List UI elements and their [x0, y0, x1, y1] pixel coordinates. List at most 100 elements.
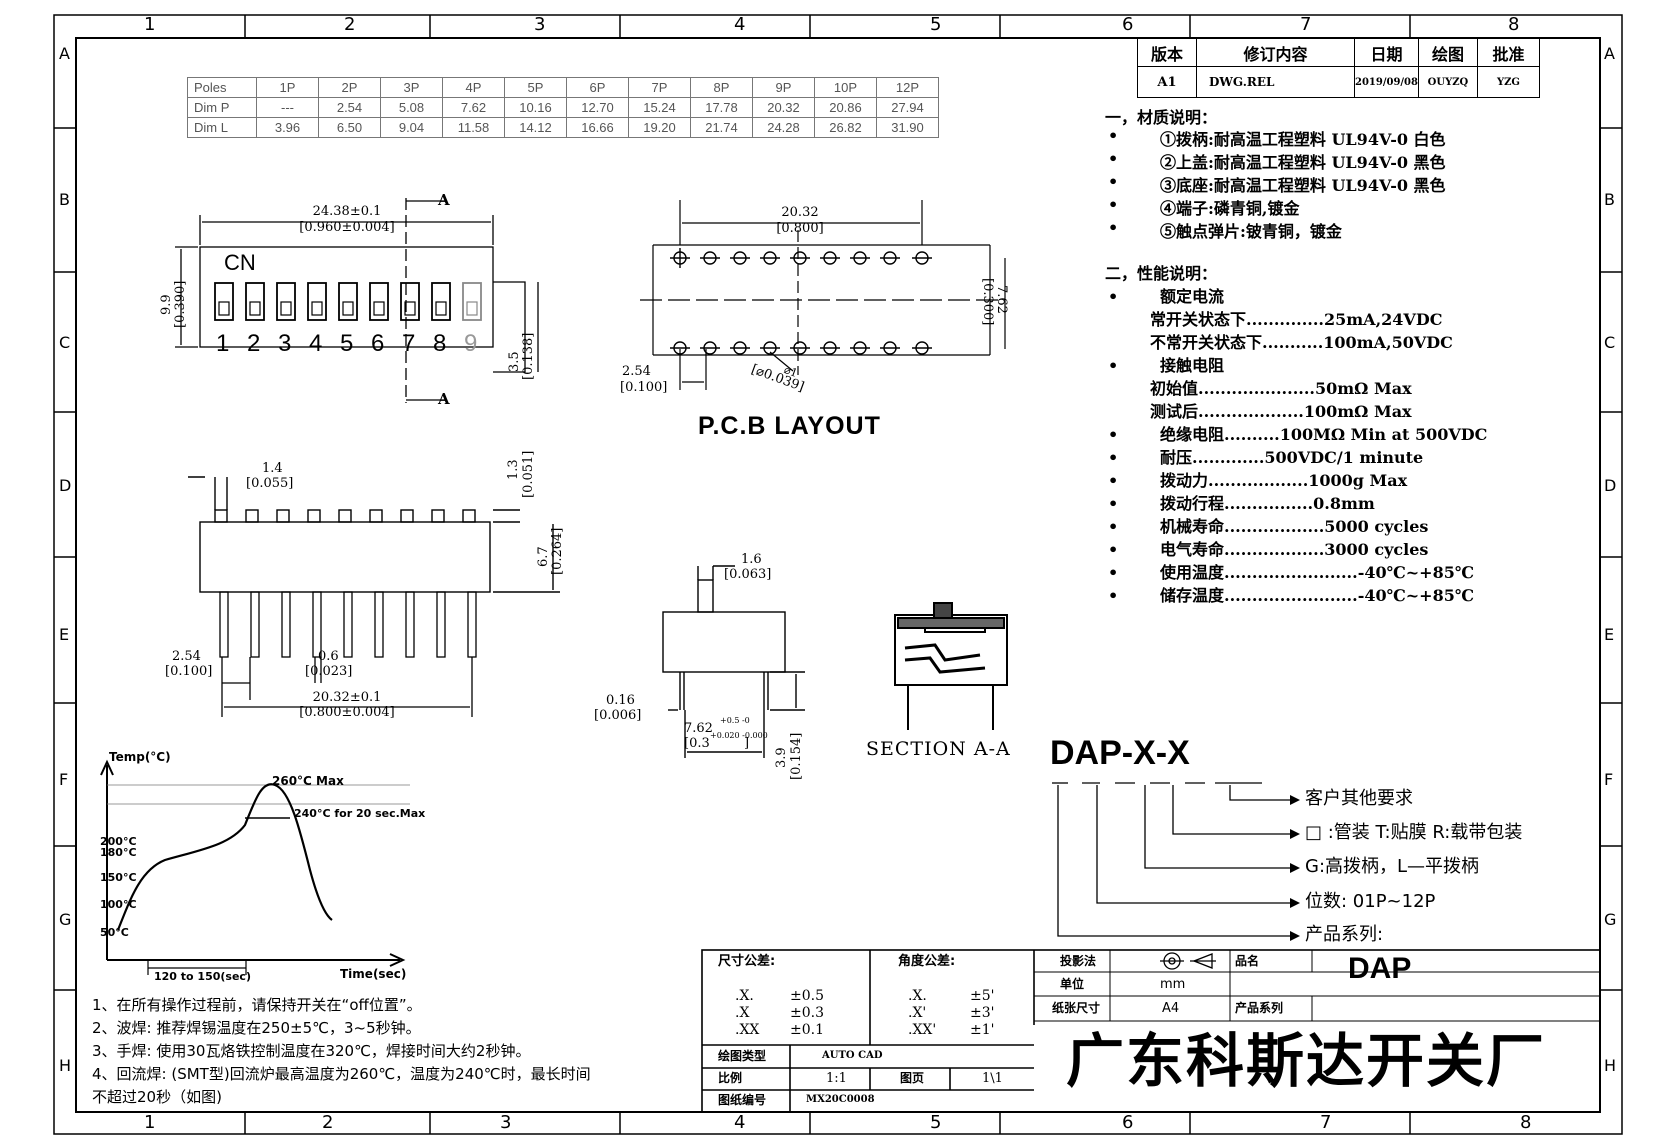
table-cell: ---	[256, 97, 319, 118]
column-label: 4	[734, 1112, 746, 1133]
title-block-grid	[701, 949, 1601, 1113]
part-code: DAP-X-X	[1050, 734, 1190, 772]
table-cell: 24.28	[752, 117, 815, 138]
list-item: •耐压.............500VDC/1 minute	[1108, 448, 1424, 467]
product-name-label: 品名	[1235, 954, 1260, 968]
table-cell: 26.82	[814, 117, 877, 138]
dimension-label: 1.6	[741, 552, 762, 567]
row-label: A	[59, 44, 70, 63]
column-label: 2	[344, 14, 356, 35]
materials-section: 一，材质说明： •①拨柄:耐高温工程塑料 UL94V-0 白色 •②上盖:耐高温…	[1105, 104, 1446, 241]
table-header-cell: 9P	[752, 77, 815, 98]
unit-value: mm	[1160, 977, 1186, 992]
dwell-label: 240°C for 20 sec.Max	[294, 807, 426, 820]
scale-value: 1:1	[826, 1071, 847, 1086]
table-cell: 5.08	[380, 97, 443, 118]
table-header-cell: 1P	[256, 77, 319, 98]
dimension-label: 20.32±0.1	[312, 690, 382, 705]
table-cell: YZG	[1476, 66, 1540, 98]
table-row-label: Dim L	[187, 117, 257, 138]
dimension-label: 20.32	[781, 205, 819, 220]
dimension-label: [0.006]	[594, 708, 642, 723]
dimension-label: [0.051]	[521, 450, 536, 498]
dimension-label: 7.62	[684, 721, 713, 736]
note-line: 2、波焊: 推荐焊锡温度在250±5℃，3~5秒钟。	[92, 1019, 421, 1037]
table-header-cell: 版本	[1137, 38, 1197, 67]
dimension-label: 9.9	[159, 294, 174, 315]
axis-label: Temp(°C)	[109, 750, 171, 764]
table-cell: 31.90	[876, 117, 939, 138]
spec-line: 初始值.....................50mΩ Max	[1150, 379, 1412, 398]
section-aa-drawing	[894, 602, 1008, 730]
notes-section: 1、在所有操作过程前，请保持开关在“off位置”。 2、波焊: 推荐焊锡温度在2…	[92, 994, 591, 1109]
dimension-label: 1.4	[262, 461, 283, 476]
row-label: E	[59, 625, 70, 644]
spec-line: 测试后...................100mΩ Max	[1150, 402, 1412, 421]
drawing-type-label: 绘图类型	[718, 1049, 767, 1063]
spec-line: 常开关状态下..............25mA,24VDC	[1150, 310, 1443, 329]
table-row: Dim L 3.96 6.50 9.04 11.58 14.12 16.66 1…	[187, 117, 939, 138]
tolerance-value: ±3'	[970, 1005, 995, 1021]
company-name: 广东科斯达开关厂	[1066, 1027, 1547, 1095]
column-label: 6	[1122, 1112, 1134, 1133]
table-cell: 11.58	[442, 117, 505, 138]
dimension-label: 6.7	[536, 546, 551, 567]
part-code-option: 位数: 01P~12P	[1305, 891, 1436, 912]
dimension-label: [0.300]	[980, 278, 995, 326]
part-code-option: □ :管装 T:贴膜 R:载带包装	[1305, 822, 1523, 843]
tolerance-key: .X'	[908, 1005, 927, 1021]
row-label: F	[59, 770, 69, 789]
dimension-label: 1.3	[506, 459, 521, 480]
dimension-label: [0.100]	[165, 664, 213, 679]
dimension-label: [0.800]	[776, 221, 824, 236]
section-mark: A	[438, 390, 450, 408]
temp-label: 150°C	[100, 871, 137, 884]
switch-number: 6	[371, 330, 385, 357]
column-label: 7	[1300, 14, 1312, 35]
dimension-label: 2.54	[622, 364, 651, 379]
part-code-option: G:高拨柄，L—平拨柄	[1305, 856, 1480, 877]
section-title: 一，材质说明：	[1105, 108, 1218, 127]
table-header-cell: 4P	[442, 77, 505, 98]
table-row: A1 DWG.REL 2019/09/08 OUYZQ YZG	[1137, 66, 1540, 98]
paper-size-label: 纸张尺寸	[1052, 1001, 1101, 1015]
drawing-number-label: 图纸编号	[718, 1093, 767, 1107]
spec-line: 使用温度........................-40℃~+85℃	[1160, 563, 1475, 582]
part-code-option: 客户其他要求	[1305, 788, 1413, 809]
switch-number: 5	[340, 330, 354, 357]
dimension-label: [0.390]	[173, 280, 188, 328]
table-cell: OUYZQ	[1417, 66, 1478, 98]
table-cell: 21.74	[690, 117, 753, 138]
spec-line: 绝缘电阻..........100MΩ Min at 500VDC	[1160, 425, 1488, 444]
row-label: D	[1604, 476, 1617, 495]
spec-line: 拨动行程................0.8mm	[1160, 494, 1375, 513]
list-item: •储存温度........................-40℃~+85℃	[1108, 586, 1475, 605]
table-header-cell: 绘图	[1417, 38, 1478, 67]
table-cell: 2019/09/08	[1354, 66, 1419, 98]
table-row: 版本 修订内容 日期 绘图 批准	[1137, 38, 1540, 67]
material-text: ③底座:耐高温工程塑料 UL94V-0 黑色	[1160, 176, 1446, 195]
pcb-layout-title: P.C.B LAYOUT	[698, 412, 881, 440]
table-header-cell: 2P	[318, 77, 381, 98]
row-label: D	[59, 476, 72, 495]
list-item: •拨动力..................1000g Max	[1108, 471, 1408, 490]
dimension-label: [0.960±0.004]	[299, 220, 395, 235]
list-item: •②上盖:耐高温工程塑料 UL94V-0 黑色	[1108, 149, 1446, 172]
material-text: ⑤触点弹片:铍青铜，镀金	[1160, 222, 1342, 241]
solder-profile-curve	[116, 783, 333, 931]
column-label: 8	[1508, 14, 1520, 35]
tolerance-key: .X.	[908, 988, 927, 1004]
part-code-leaders	[1052, 782, 1295, 937]
spec-heading: 额定电流	[1160, 287, 1225, 306]
spec-line: 电气寿命..................3000 cycles	[1160, 540, 1429, 559]
column-label: 5	[930, 1112, 942, 1133]
column-label: 8	[1520, 1112, 1532, 1133]
table-cell: 9.04	[380, 117, 443, 138]
row-label: C	[59, 333, 71, 352]
table-cell: 12.70	[566, 97, 629, 118]
table-cell: 19.20	[628, 117, 691, 138]
table-header-cell: 12P	[876, 77, 939, 98]
table-row: Poles 1P 2P 3P 4P 5P 6P 7P 8P 9P 10P 12P	[187, 77, 939, 98]
